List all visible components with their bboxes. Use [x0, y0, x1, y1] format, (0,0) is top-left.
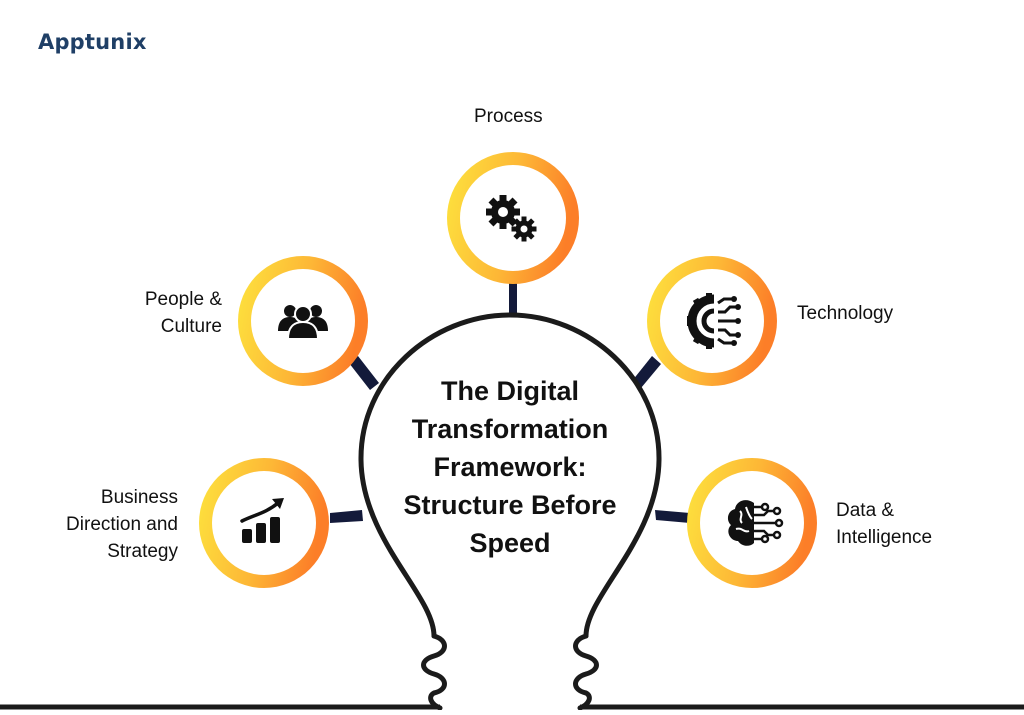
connector-technology: [632, 356, 661, 388]
label-process: Process: [474, 106, 543, 127]
connector-data: [655, 510, 690, 523]
center-title: The Digital Transformation Framework: St…: [403, 376, 617, 558]
connector-process: [509, 282, 517, 318]
node-technology: [647, 256, 777, 386]
label-technology: Technology: [797, 303, 894, 324]
connector-business: [330, 510, 363, 523]
bulb-base-right: [573, 633, 599, 711]
bulb-outline: [358, 312, 662, 639]
gears-icon: [486, 195, 537, 242]
brain-circuit-icon: [727, 500, 784, 546]
tech-gear-circuit-icon: [687, 293, 741, 349]
people-group-icon: [278, 305, 328, 340]
connector-people: [349, 356, 379, 390]
apptunix-logo: Apptunix: [38, 30, 147, 54]
bulb-base-left: [421, 633, 447, 711]
label-data-intelligence: Data & Intelligence: [836, 500, 933, 548]
label-people-culture: People & Culture: [144, 289, 222, 337]
growth-chart-icon: [240, 498, 284, 543]
logo-text: Apptunix: [38, 30, 147, 54]
label-business-direction: Business Direction and Strategy: [66, 487, 178, 562]
